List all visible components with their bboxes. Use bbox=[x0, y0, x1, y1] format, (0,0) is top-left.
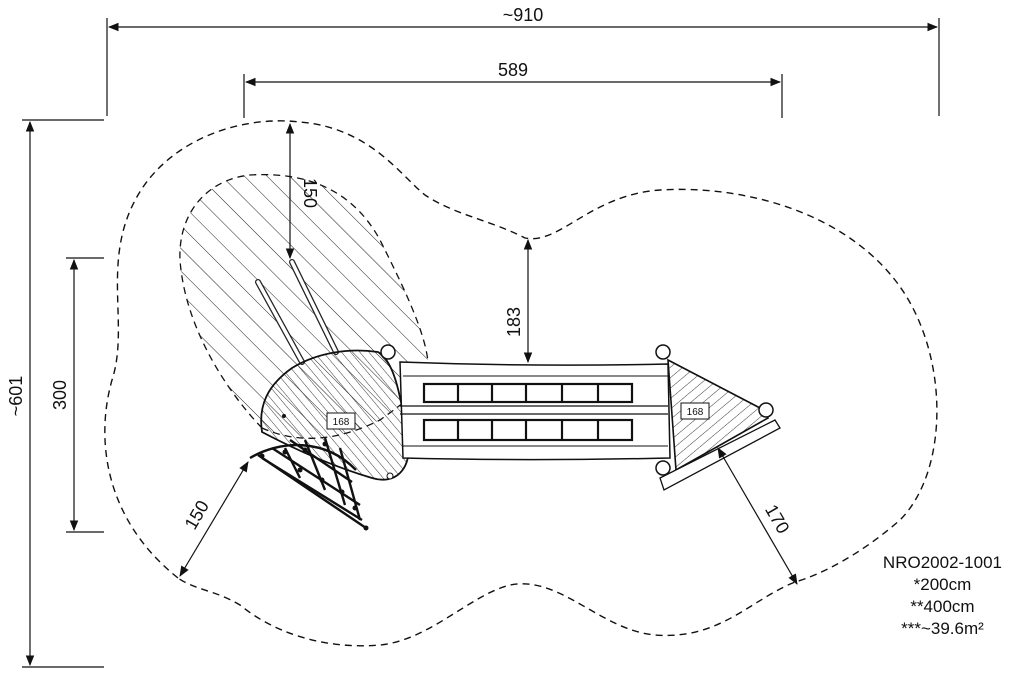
overall-depth-dimension bbox=[22, 119, 104, 668]
center-zone-label: 183 bbox=[504, 307, 524, 337]
structure-width-dimension bbox=[243, 74, 783, 118]
overall-width-dimension bbox=[106, 18, 940, 116]
structure-width-label: 589 bbox=[498, 60, 528, 80]
overall-width-label: ~910 bbox=[503, 5, 544, 25]
platform-left-tag-box bbox=[326, 412, 356, 430]
overall-depth-label: ~601 bbox=[6, 376, 26, 417]
slide-zone-dimension bbox=[179, 461, 249, 577]
bridge-frame bbox=[399, 361, 671, 461]
structure-depth-dimension bbox=[66, 257, 104, 533]
platform-right-tag: 168 bbox=[687, 407, 704, 418]
net-climber bbox=[249, 437, 367, 529]
top-zone-label: 150 bbox=[300, 178, 320, 208]
product-code: NRO2002-1001 bbox=[882, 553, 1002, 572]
right-zone-dimension bbox=[717, 447, 798, 585]
spec-line-1: *200cm bbox=[913, 575, 972, 594]
spec-line-3: ***~39.6m² bbox=[901, 619, 984, 638]
platform-left-tag: 168 bbox=[333, 417, 350, 428]
spec-block: NRO2002-1001 *200cm **400cm ***~39.6m² bbox=[883, 552, 1002, 640]
slide-zone-label: 150 bbox=[181, 497, 213, 533]
bridge-net-lower bbox=[422, 418, 634, 442]
platform-right-tag-box bbox=[680, 402, 710, 420]
structure-depth-label: 300 bbox=[50, 380, 70, 410]
bridge-net-upper bbox=[422, 382, 634, 404]
spec-line-2: **400cm bbox=[910, 597, 975, 616]
